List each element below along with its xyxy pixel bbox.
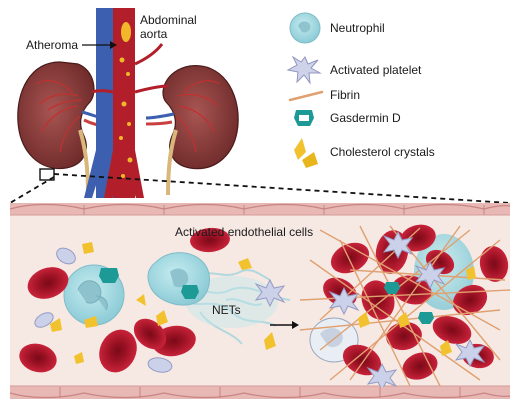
red-blood-cells (19, 227, 230, 373)
legend: Neutrophil Activated platelet Fibrin Gas… (286, 12, 435, 168)
aorta-label-line2: aorta (140, 27, 168, 41)
neutrophil-left (63, 264, 125, 326)
platelets-left (34, 247, 286, 373)
nets-cloud (186, 276, 278, 328)
fibrin-strands (299, 225, 510, 387)
gasdermin-d-icon (294, 110, 314, 126)
legend-item-gasdermin-d: Gasdermin D (294, 110, 401, 126)
legend-label-activated-platelet: Activated platelet (330, 63, 422, 77)
legend-item-neutrophil: Neutrophil (289, 12, 385, 44)
neutrophil-icon (289, 12, 321, 44)
gasdermin-d-on-neutrophil (99, 268, 119, 283)
activated-platelet-icon (286, 55, 322, 85)
anatomy-illustration (17, 8, 239, 198)
aorta-label-line1: Abdominal (140, 13, 197, 27)
legend-item-cholesterol-crystals: Cholesterol crystals (294, 138, 435, 168)
crystals-left (50, 242, 276, 364)
endothelium-bottom (9, 385, 511, 399)
neutrophil-middle (147, 252, 210, 306)
cholesterol-crystals-icon (294, 138, 318, 168)
right-kidney (145, 65, 239, 196)
fibrin-icon (288, 90, 324, 102)
zoom-line-left (9, 176, 55, 204)
nets-label: NETs (212, 303, 241, 317)
thrombus (299, 224, 510, 387)
legend-label-neutrophil: Neutrophil (330, 21, 385, 35)
endothelial-label: Activated endothelial cells (175, 225, 313, 239)
legend-label-cholesterol-crystals: Cholesterol crystals (330, 145, 435, 159)
legend-label-fibrin: Fibrin (330, 88, 360, 102)
vessel-section: Activated endothelial cells NETs (9, 203, 511, 399)
legend-item-fibrin: Fibrin (288, 88, 360, 102)
atheroma-plaques (119, 22, 133, 178)
legend-item-activated-platelet: Activated platelet (286, 55, 422, 85)
gasdermin-d-on-neutrophil-2 (181, 285, 199, 299)
legend-label-gasdermin-d: Gasdermin D (330, 111, 401, 125)
atheroma-label: Atheroma (26, 38, 78, 52)
endothelium-top (9, 203, 511, 216)
zoom-line-right (53, 173, 511, 204)
